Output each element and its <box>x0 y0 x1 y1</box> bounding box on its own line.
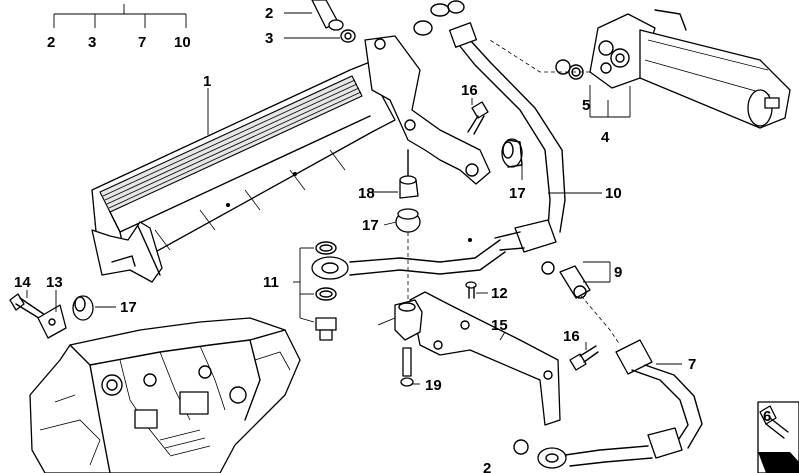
bracket-icon <box>377 291 561 426</box>
callout-4: 4 <box>601 129 610 146</box>
callout-14: 14 <box>14 274 31 291</box>
o-ring-icon <box>315 241 337 301</box>
callout-16: 16 <box>461 82 478 99</box>
fitting-icon <box>541 261 591 299</box>
legend-label: 7 <box>138 34 146 51</box>
callout-9: 9 <box>614 264 622 281</box>
callout-15: 15 <box>491 317 508 334</box>
callout-17: 17 <box>120 299 137 316</box>
group-legend: 2 3 7 10 <box>47 4 191 51</box>
o-ring-icon <box>340 0 465 43</box>
callout-6: 6 <box>763 408 771 425</box>
rubber-mount-icon <box>501 138 523 168</box>
bolt-icon <box>9 293 46 321</box>
bracket-icon <box>37 304 67 339</box>
legend-label: 3 <box>88 34 96 51</box>
bolt-icon <box>465 281 477 299</box>
bolt-icon <box>315 317 337 341</box>
callout-12: 12 <box>491 285 508 302</box>
legend-label: 2 <box>47 34 55 51</box>
bolt-icon <box>569 345 599 371</box>
callout-2: 2 <box>265 5 273 22</box>
oil-cooler-icon <box>91 35 491 283</box>
bolt-icon <box>311 0 344 31</box>
callout-3: 3 <box>265 30 273 47</box>
callout-17: 17 <box>509 185 526 202</box>
rubber-mount-icon <box>395 208 421 300</box>
hose-line-icon <box>513 284 703 469</box>
callout-13: 13 <box>46 274 63 291</box>
callout-labels: 1 2 3 4 5 16 17 10 18 17 9 11 12 14 13 1… <box>14 5 771 473</box>
transmission-icon <box>29 317 301 473</box>
callout-19: 19 <box>425 377 442 394</box>
callout-17: 17 <box>362 217 379 234</box>
callout-11: 11 <box>263 274 279 291</box>
bolt-icon <box>757 401 799 473</box>
callout-1: 1 <box>203 73 211 90</box>
callout-7: 7 <box>688 356 696 373</box>
callout-18: 18 <box>358 185 375 202</box>
callout-10: 10 <box>605 185 622 202</box>
callout-2: 2 <box>483 460 491 473</box>
hose-line-icon <box>311 22 566 280</box>
leader-lines <box>26 12 682 385</box>
callout-16: 16 <box>563 328 580 345</box>
bolt-icon <box>467 101 489 135</box>
bolt-icon <box>400 347 414 387</box>
callout-5: 5 <box>582 97 590 114</box>
legend-label: 10 <box>174 34 191 51</box>
filter-housing-icon <box>489 9 791 129</box>
rubber-mount-icon <box>72 295 94 321</box>
rubber-mount-icon <box>399 149 419 199</box>
